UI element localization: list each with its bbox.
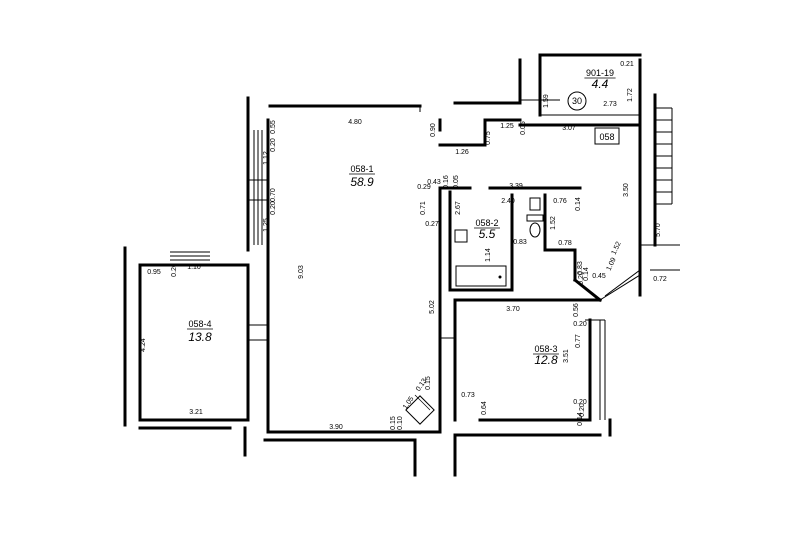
dimension-label: 0.10 <box>397 416 404 430</box>
room-058-3-walls <box>440 298 606 422</box>
dimension-label: 0.05 <box>520 121 527 135</box>
dimension-label: 1.59 <box>543 94 550 108</box>
dimension-label: 3.90 <box>329 424 343 431</box>
room-area-label: 12.8 <box>534 353 558 367</box>
corridor-walls <box>453 58 642 297</box>
room-058-4-walls <box>123 246 268 427</box>
dimension-label: 0.55 <box>270 120 277 134</box>
dimension-label: 0.20 <box>171 263 178 277</box>
dimension-label: 0.83 <box>513 239 527 246</box>
room-id-label: 901-19 <box>586 68 614 78</box>
bathtub-icon <box>455 265 507 287</box>
dimension-label: 0.77 <box>575 334 582 348</box>
dimension-label: 1.52 <box>611 241 623 256</box>
dimension-label: 3.21 <box>189 409 203 416</box>
room-area-label: 4.4 <box>592 77 609 91</box>
lower-walls <box>138 418 612 477</box>
dimension-label: 0.75 <box>485 131 492 145</box>
dimension-label: 1.10 <box>187 264 201 271</box>
dimension-label: 0.27 <box>425 221 439 228</box>
room-area-label: 58.9 <box>350 175 374 189</box>
dimension-label: 0.20 <box>270 201 277 215</box>
svg-text:058: 058 <box>599 132 614 142</box>
room-area-label: 13.8 <box>188 330 212 344</box>
dimension-label: 3.50 <box>623 183 630 197</box>
room-id-label: 058-4 <box>188 319 211 329</box>
dimension-label: 1.14 <box>485 248 492 262</box>
svg-text:30: 30 <box>572 96 582 106</box>
room-058-1-walls <box>266 104 582 434</box>
room-id-label: 058-3 <box>534 344 557 354</box>
dimension-label: 3.39 <box>509 183 523 190</box>
dimension-label: 0.56 <box>573 303 580 317</box>
sink-icon <box>454 229 468 243</box>
dimension-label: 1.05 <box>402 395 416 410</box>
dimension-label: 0.83 <box>577 261 584 275</box>
toilet-icon <box>529 222 541 238</box>
dimension-label: 0.05 <box>453 175 460 189</box>
dimension-label: 0.71 <box>420 201 427 215</box>
dimension-label: 5.02 <box>429 300 436 314</box>
dimension-label: 2.73 <box>603 101 617 108</box>
room-901-19-walls <box>538 53 642 117</box>
dimension-label: 1.26 <box>455 149 469 156</box>
dimension-label: 0.14 <box>575 197 582 211</box>
dimension-label: 1.52 <box>550 216 557 230</box>
dimension-label: 2.40 <box>501 198 515 205</box>
dimension-label: 2.67 <box>455 201 462 215</box>
dimension-label: 0.95 <box>147 269 161 276</box>
dimension-label: 0.29 <box>417 184 431 191</box>
room-id-label: 058-2 <box>475 218 498 228</box>
dimension-label: 0.72 <box>653 276 667 283</box>
dimension-label: 0.15 <box>425 376 432 390</box>
dimension-label: 0.90 <box>430 123 437 137</box>
dimension-label: 4.24 <box>140 338 147 352</box>
dimension-label: 3.70 <box>506 306 520 313</box>
dimension-label: 0.76 <box>553 198 567 205</box>
staircase <box>640 93 680 271</box>
window-left-upper <box>246 96 269 252</box>
dimension-label: 3.51 <box>563 349 570 363</box>
dimension-label: 0.20 <box>573 399 587 406</box>
dimension-label: 0.15 <box>390 416 397 430</box>
flat-label: 058 <box>594 127 620 145</box>
dimension-label: 5.70 <box>655 223 662 237</box>
dimension-label: 0.21 <box>620 61 634 68</box>
dimension-label: 1.25 <box>500 123 514 130</box>
axis-mark: 30 <box>567 91 587 111</box>
room-id-label: 058-1 <box>350 164 373 174</box>
dimension-label: 0.20 <box>578 271 585 285</box>
room-058-2-walls <box>448 190 641 303</box>
dimension-label: 1.25 <box>263 218 270 232</box>
dimension-label: 9.03 <box>298 265 305 279</box>
room-area-label: 5.5 <box>479 227 496 241</box>
dimension-label: 0.14 <box>577 412 584 426</box>
dimension-label: 1.09 <box>606 257 618 272</box>
dimension-label: 0.45 <box>592 273 606 280</box>
door-swing <box>405 395 435 425</box>
dimension-label: 0.73 <box>461 392 475 399</box>
dimension-label: 0.20 <box>270 138 277 152</box>
dimension-label: 0.16 <box>443 175 450 189</box>
dimension-label: 0.20 <box>573 321 587 328</box>
dimension-label: 1.12 <box>263 151 270 165</box>
dimension-label: 0.43 <box>427 179 441 186</box>
dimension-label: 1.72 <box>627 88 634 102</box>
dimension-label: 4.80 <box>348 119 362 126</box>
toilet-tank-icon <box>529 197 541 211</box>
dimension-label: 0.14 <box>583 267 590 281</box>
dimension-label: 0.20 <box>579 403 586 417</box>
dimension-label: 0.70 <box>270 188 277 202</box>
dimension-label: 3.07 <box>562 125 576 132</box>
dimension-label: 0.64 <box>481 401 488 415</box>
dimension-label: 0.78 <box>558 240 572 247</box>
